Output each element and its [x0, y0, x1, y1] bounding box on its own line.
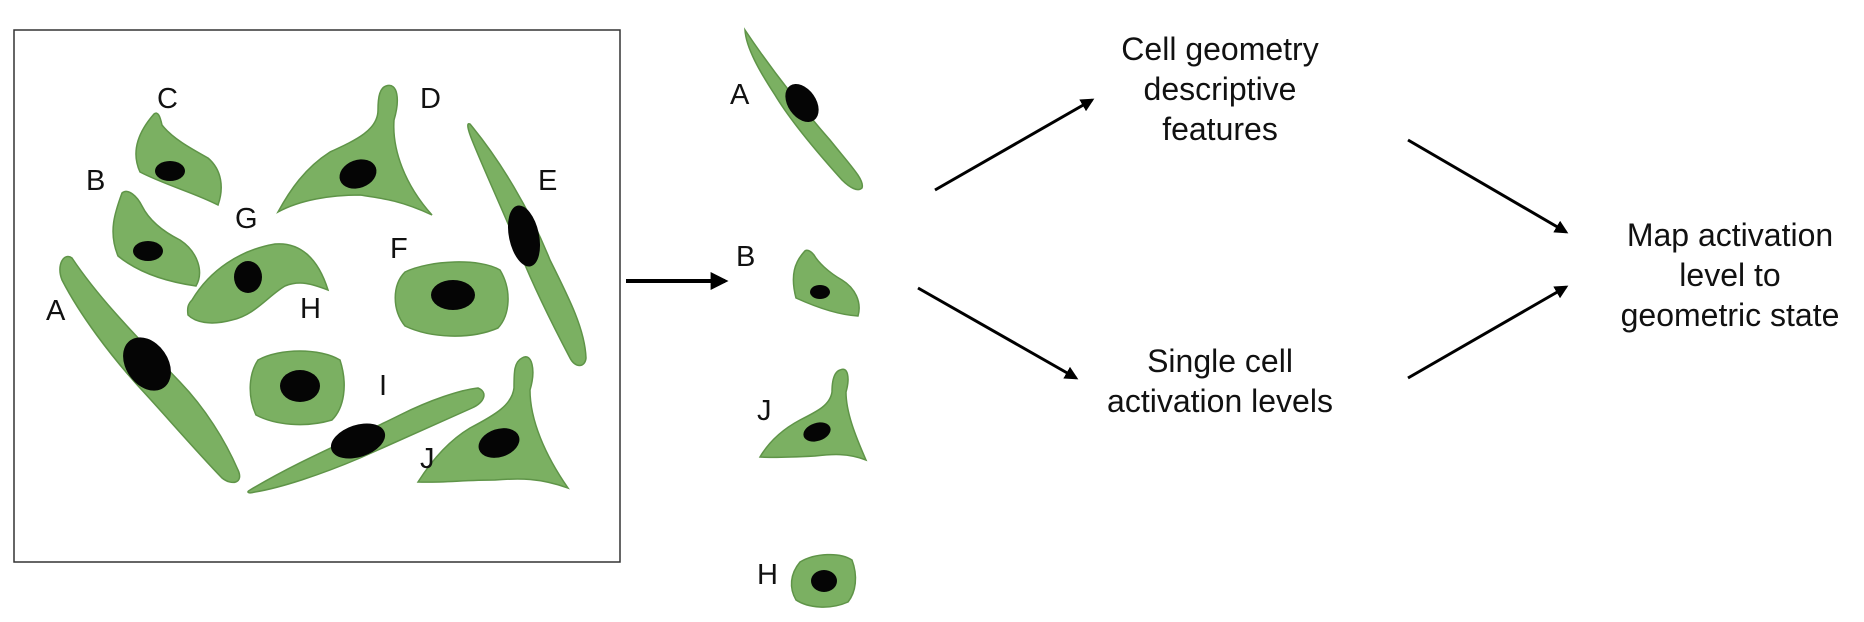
cell-body	[416, 356, 570, 490]
map-activation-text: Map activation level to geometric state	[1621, 217, 1840, 333]
cell-panel: A B C D E F	[46, 83, 587, 494]
cell-nucleus	[810, 285, 830, 299]
cell-label: J	[420, 443, 435, 475]
text-line: geometric state	[1621, 297, 1840, 333]
cell-nucleus	[803, 422, 831, 442]
arrow-to-activation	[917, 286, 1079, 380]
cell-nucleus	[280, 370, 320, 402]
cell-label: G	[235, 203, 258, 235]
cell-b: B	[86, 165, 201, 287]
cell-nucleus	[155, 161, 185, 181]
cell-label: A	[730, 79, 750, 111]
selected-cell-b: B	[736, 241, 860, 317]
cell-body	[792, 249, 860, 317]
selected-cell-j: J	[757, 368, 868, 462]
text-line: Cell geometry	[1121, 31, 1318, 67]
cell-label: H	[757, 559, 778, 591]
cell-body	[276, 84, 433, 216]
arrow-to-geometry	[934, 98, 1095, 192]
cell-i: I	[247, 370, 485, 494]
cell-label: B	[86, 165, 105, 197]
arrow-geometry-to-map	[1407, 138, 1569, 234]
cell-nucleus	[431, 280, 475, 310]
cell-body	[112, 190, 201, 287]
cell-j: J	[416, 356, 570, 490]
cell-nucleus	[123, 337, 171, 391]
cell-nucleus	[234, 261, 262, 293]
cell-nucleus	[478, 428, 520, 458]
cell-label: E	[538, 165, 557, 197]
cell-label: A	[46, 295, 66, 327]
cell-label: B	[736, 241, 755, 273]
cell-nucleus	[330, 423, 386, 459]
cell-label: D	[420, 83, 441, 115]
cell-f: F	[390, 233, 509, 337]
cell-label: I	[379, 370, 387, 402]
cell-h: H	[249, 293, 345, 426]
arrow-activation-to-map	[1407, 285, 1569, 380]
text-line: Map activation	[1627, 217, 1833, 253]
cell-body	[135, 112, 222, 207]
text-line: Single cell	[1147, 343, 1293, 379]
selected-cell-h: H	[757, 553, 857, 608]
selected-cell-a: A	[730, 27, 864, 191]
activation-levels-text: Single cell activation levels	[1107, 343, 1333, 419]
cell-nucleus	[507, 205, 541, 267]
cell-nucleus	[339, 159, 377, 189]
cell-nucleus	[785, 84, 819, 122]
text-line: descriptive	[1144, 71, 1297, 107]
cell-label: H	[300, 293, 321, 325]
cell-body	[758, 368, 868, 462]
text-line: activation levels	[1107, 383, 1333, 419]
cell-g: G	[186, 203, 330, 324]
text-line: features	[1162, 111, 1278, 147]
text-line: level to	[1679, 257, 1780, 293]
cell-label: C	[157, 83, 178, 115]
geometry-features-text: Cell geometry descriptive features	[1121, 31, 1318, 147]
selected-cells: A B J H	[730, 27, 868, 608]
cell-nucleus	[133, 241, 163, 261]
cell-a: A	[46, 255, 241, 484]
cell-nucleus	[811, 570, 837, 592]
cell-label: F	[390, 233, 408, 265]
cell-label: J	[757, 395, 772, 427]
cell-e: E	[467, 122, 587, 367]
cell-d: D	[276, 83, 441, 216]
cell-c: C	[135, 83, 222, 207]
